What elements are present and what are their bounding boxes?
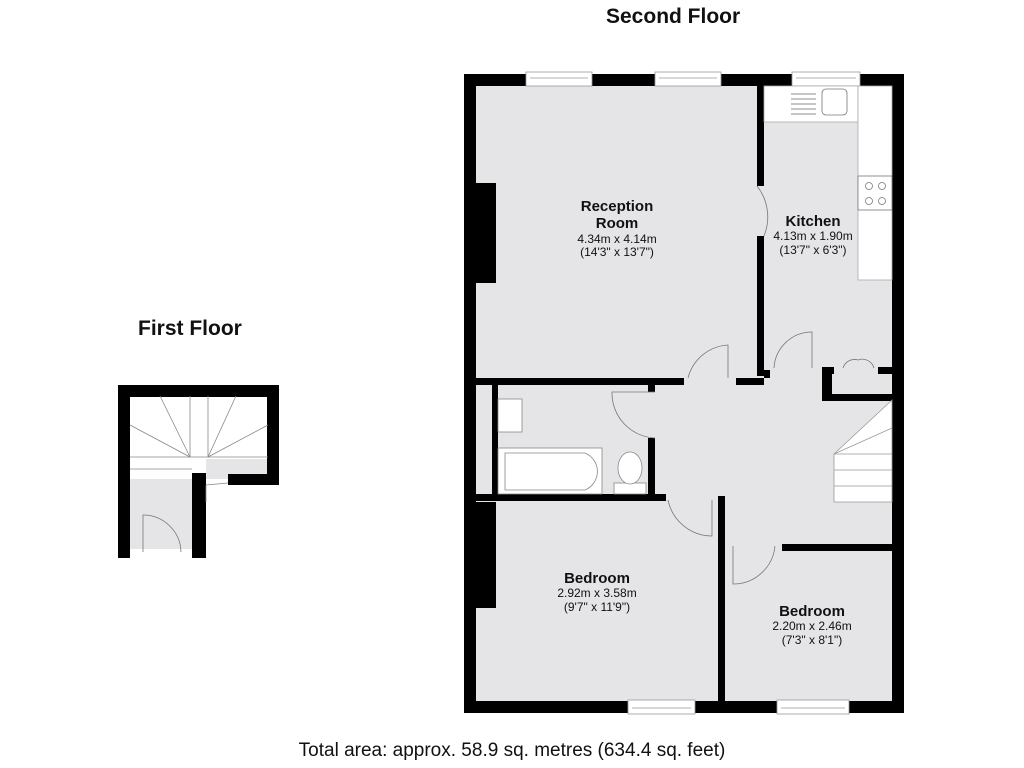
room-label-bedroom-1: Bedroom 2.92m x 3.58m (9'7" x 11'9") <box>557 570 636 615</box>
room-dimensions-metric: 2.20m x 2.46m <box>772 619 852 634</box>
second-floor-plan <box>464 71 904 715</box>
bath-icon <box>497 447 603 495</box>
room-dimensions-imperial: (14'3" x 13'7") <box>580 245 654 260</box>
room-name: Kitchen <box>785 213 841 230</box>
room-name: Bedroom <box>564 570 630 587</box>
room-dimensions-metric: 2.92m x 3.58m <box>557 586 637 601</box>
room-label-kitchen: Kitchen 4.13m x 1.90m (13'7" x 6'3") <box>773 213 852 258</box>
first-floor-title: First Floor <box>138 317 242 340</box>
room-name: Bedroom <box>779 603 845 620</box>
room-name: Room <box>595 215 639 233</box>
window-icon <box>525 71 593 87</box>
door-icon <box>142 514 182 553</box>
window-icon <box>627 699 696 715</box>
room-label-reception: Reception Room 4.34m x 4.14m (14'3" x 13… <box>577 198 656 260</box>
window-icon <box>776 699 850 715</box>
window-icon <box>654 71 722 87</box>
first-floor-plan <box>118 385 279 558</box>
door-icon <box>611 185 875 585</box>
hob-icon <box>857 175 893 211</box>
room-name: Reception <box>580 198 654 215</box>
drainer-icon <box>791 93 816 115</box>
room-dimensions-imperial: (7'3" x 8'1") <box>781 633 843 648</box>
sink-icon <box>821 88 848 116</box>
room-dimensions-imperial: (9'7" x 11'9") <box>563 600 631 615</box>
room-label-bedroom-2: Bedroom 2.20m x 2.46m (7'3" x 8'1") <box>772 603 851 648</box>
room-dimensions-imperial: (13'7" x 6'3") <box>779 243 847 258</box>
staircase-icon <box>129 395 269 502</box>
window-icon <box>791 71 861 87</box>
toilet-icon <box>613 451 647 495</box>
basin-icon <box>497 398 523 433</box>
second-floor-title: Second Floor <box>606 5 741 28</box>
room-dimensions-metric: 4.13m x 1.90m <box>773 229 853 244</box>
room-dimensions-metric: 4.34m x 4.14m <box>577 231 657 246</box>
total-area-caption: Total area: approx. 58.9 sq. metres (634… <box>298 740 726 761</box>
staircase-icon <box>833 399 893 503</box>
